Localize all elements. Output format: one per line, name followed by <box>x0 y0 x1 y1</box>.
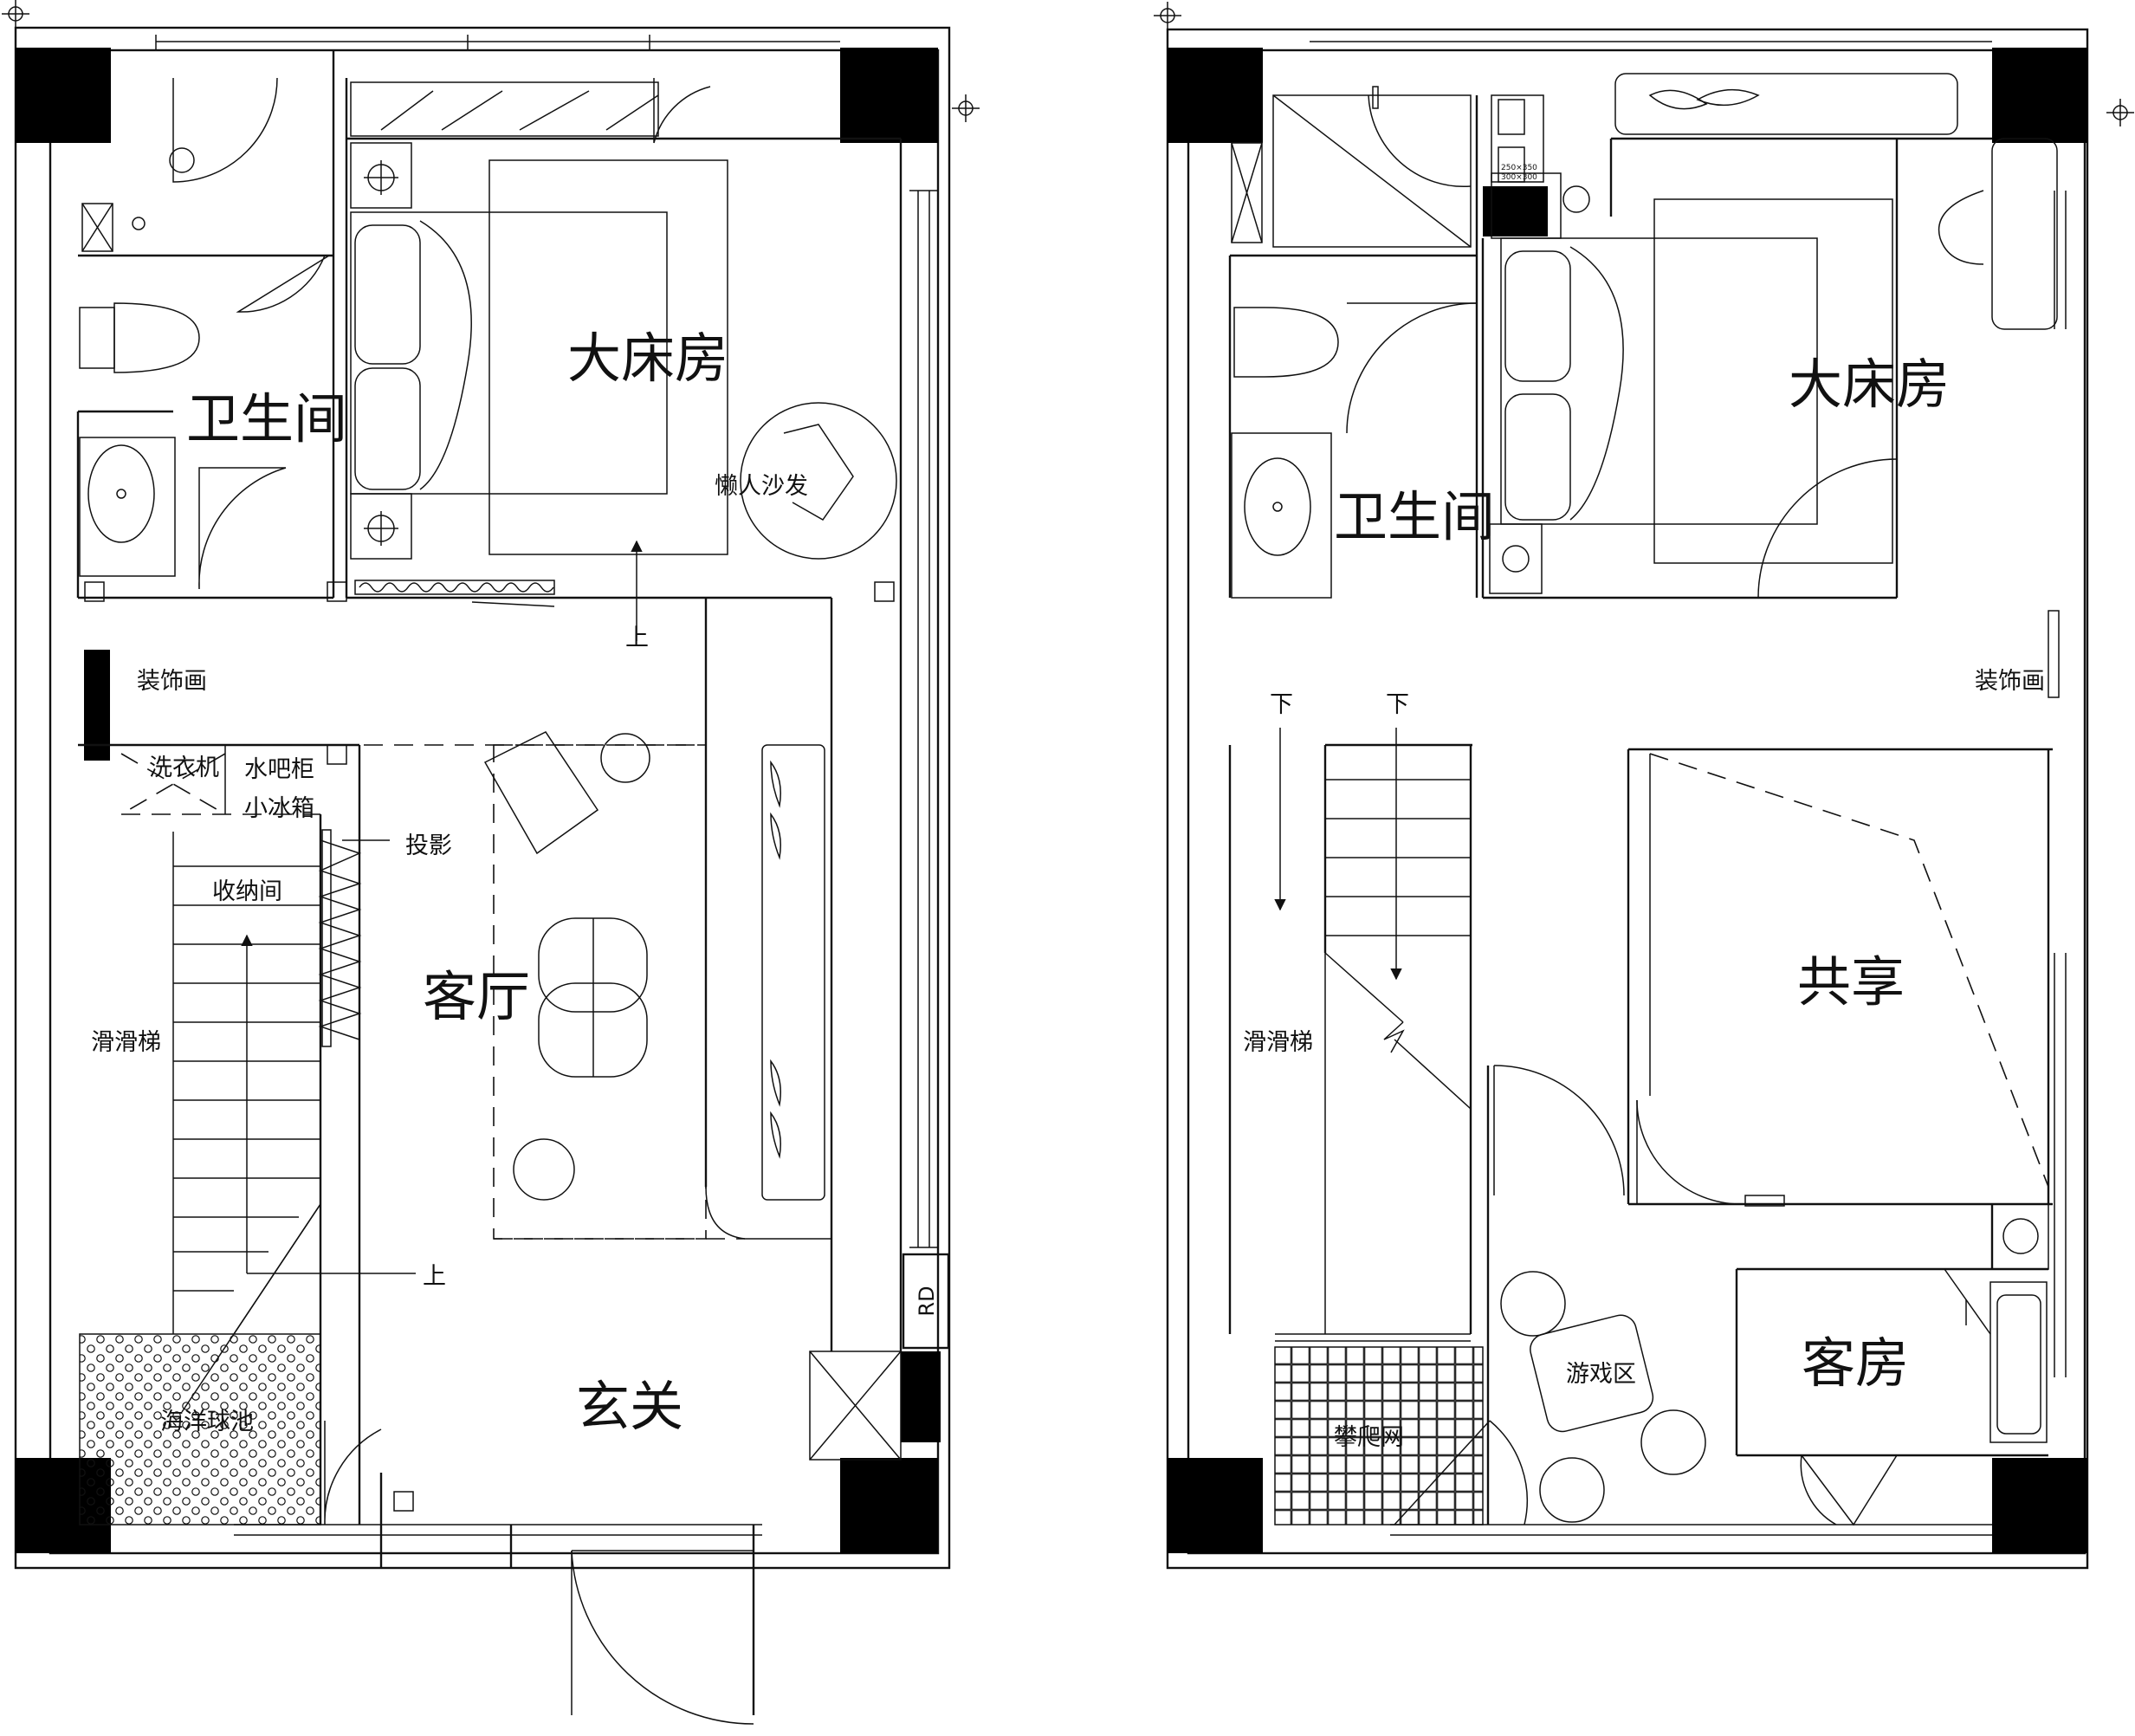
climbing-net-grid <box>1274 1346 1484 1525</box>
right-outer-walls <box>1166 28 2089 1570</box>
right-stairs <box>1274 728 1472 1342</box>
stair-down-label-1: 下 <box>1270 691 1293 718</box>
stair-down-label-2: 下 <box>1386 691 1409 718</box>
guest-room-furniture <box>1944 1203 2049 1443</box>
appliance-size-label-2: 300×300 <box>1501 173 1537 182</box>
left-living-room-label: 客厅 <box>423 965 530 1028</box>
left-decorative-painting-label: 装饰画 <box>137 668 207 695</box>
right-bathroom-label: 卫生间 <box>1334 485 1495 548</box>
left-slide-label: 滑滑梯 <box>91 1029 161 1056</box>
left-bathroom-fixtures <box>79 147 200 577</box>
right-bathroom-fixtures <box>1231 86 1544 599</box>
left-structural-columns <box>16 48 941 1553</box>
guest-room-label: 客房 <box>1802 1331 1909 1395</box>
left-bedroom-furniture <box>350 78 897 641</box>
left-outer-walls <box>14 26 951 1570</box>
left-entrance-fixtures <box>809 1253 950 1461</box>
right-slide-label: 滑滑梯 <box>1243 1029 1313 1056</box>
left-entrance-label: 玄关 <box>576 1375 683 1438</box>
right-interior-walls <box>1228 95 2053 1525</box>
left-ball-pit <box>79 1333 321 1525</box>
left-stairs <box>172 832 416 1413</box>
projector-label: 投影 <box>405 832 452 859</box>
right-survey-marker <box>1154 2 1181 29</box>
ball-pit-label: 海洋球池 <box>160 1409 254 1435</box>
play-area-label: 游戏区 <box>1566 1361 1636 1388</box>
left-survey-marker <box>2 0 29 28</box>
shared-space-label: 共享 <box>1797 950 1905 1014</box>
bedroom-stair-up-label: 上 <box>625 625 649 651</box>
right-bedroom-furniture <box>1489 73 2060 698</box>
right-shared-area <box>1649 753 2049 1188</box>
left-doors <box>172 77 754 1725</box>
rd-label: RD <box>915 1286 939 1316</box>
living-stair-up-label: 上 <box>423 1263 446 1290</box>
right-decorative-painting-label: 装饰画 <box>1975 668 2045 695</box>
right-floor-plan <box>1154 2 2134 1570</box>
right-structural-columns <box>1168 48 2087 1553</box>
left-floor-plan <box>2 0 980 1725</box>
lazy-sofa-label: 懒人沙发 <box>715 473 808 500</box>
climbing-net-label: 攀爬网 <box>1334 1424 1404 1451</box>
right-doors <box>1346 302 1898 1526</box>
appliance-size-label-1: 250×350 <box>1501 164 1537 172</box>
left-master-bedroom-label: 大床房 <box>567 327 728 390</box>
play-area-furniture <box>1500 1271 1706 1523</box>
left-living-furniture <box>120 731 831 1240</box>
left-survey-marker-2 <box>952 94 980 122</box>
storage-room-label: 收纳间 <box>212 878 282 905</box>
mini-fridge-label: 小冰箱 <box>244 795 314 822</box>
right-survey-marker-2 <box>2106 99 2134 126</box>
left-bathroom-label: 卫生间 <box>186 387 347 450</box>
washing-machine-label: 洗衣机 <box>149 755 219 781</box>
bar-cabinet-label: 水吧柜 <box>244 756 314 783</box>
right-master-bedroom-label: 大床房 <box>1789 353 1950 416</box>
